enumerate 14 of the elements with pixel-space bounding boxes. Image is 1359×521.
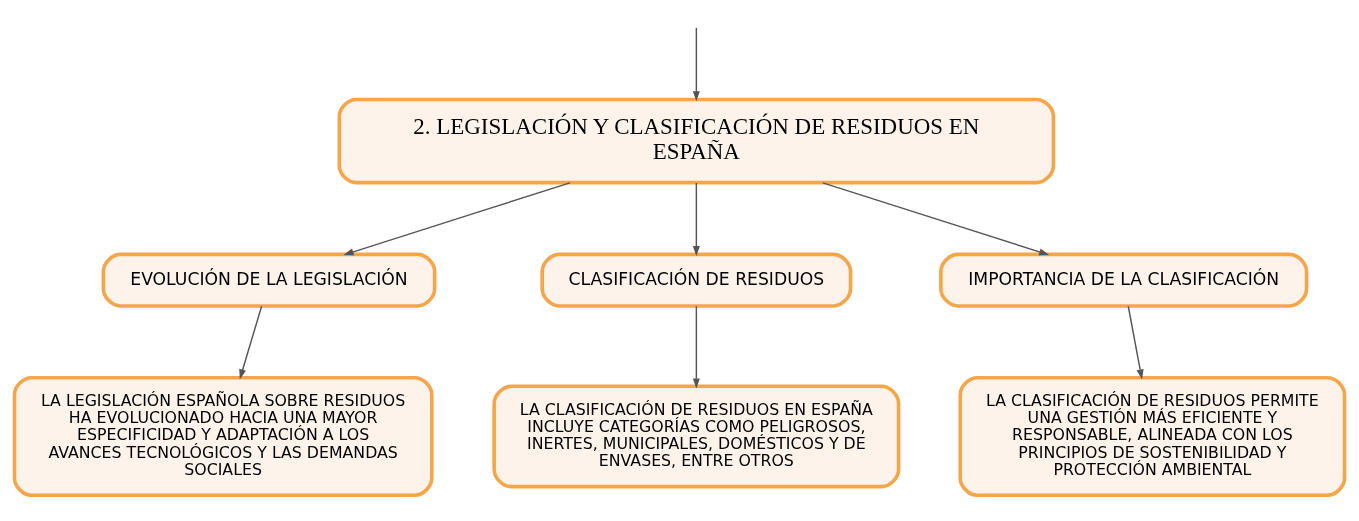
arrow <box>343 181 571 255</box>
node-box: LA LEGISLACIÓN ESPAÑOLA SOBRE RESIDUOS HA EVOLUCIONADO HACIA UNA MAYOR ESPECIFICIDAD Y ADAPTACIÓN A LOS AVANCES TECNOLÓGICOS Y LAS DEMANDAS SOCIALES <box>12 375 434 497</box>
arrow <box>822 181 1050 255</box>
node-box: LA CLASIFICACIÓN DE RESIDUOS PERMITE UNA GESTIÓN MÁS EFICIENTE Y RESPONSABLE, ALINEADA CON LOS PRINCIPIOS DE SOSTENIBILIDAD Y PROTECCIÓN AMBIENTAL <box>958 375 1347 497</box>
node-box: 2. LEGISLACIÓN Y CLASIFICACIÓN DE RESIDUOS EN ESPAÑA <box>337 97 1056 184</box>
arrow <box>692 305 700 388</box>
arrow <box>1127 305 1144 379</box>
node-box: EVOLUCIÓN DE LA LEGISLACIÓN <box>101 252 437 308</box>
arrow <box>239 305 263 379</box>
node-box: CLASIFICACIÓN DE RESIDUOS <box>540 252 853 308</box>
arrow <box>692 181 700 256</box>
arrow <box>692 26 700 101</box>
node-box: LA CLASIFICACIÓN DE RESIDUOS EN ESPAÑA INCLUYE CATEGORÍAS COMO PELIGROSOS, INERTES, MUNICIPALES, DOMÉSTICOS Y DE ENVASES, ENTRE OTROS <box>492 384 901 488</box>
node-box: IMPORTANCIA DE LA CLASIFICACIÓN <box>939 252 1309 308</box>
